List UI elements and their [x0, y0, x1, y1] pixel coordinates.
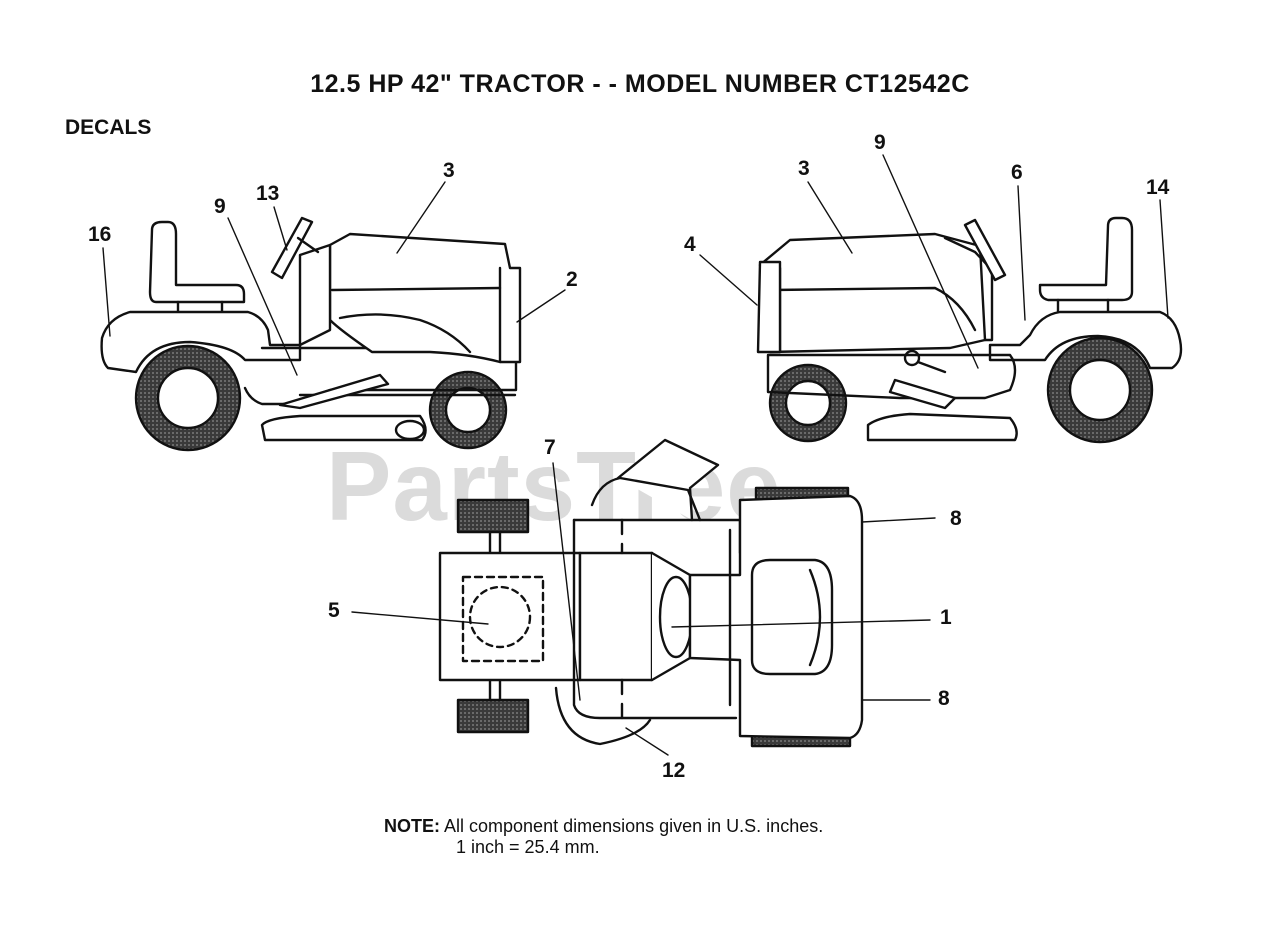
note-label: NOTE:: [384, 816, 440, 836]
left-side-view: [100, 216, 522, 452]
callout-9-left: 9: [214, 195, 226, 218]
leader-lines: [102, 154, 1169, 756]
callout-1: 1: [940, 606, 952, 629]
callout-8-lower: 8: [938, 687, 950, 710]
page-title: 12.5 HP 42" TRACTOR - - MODEL NUMBER CT1…: [310, 70, 970, 98]
top-view: [438, 438, 864, 748]
dimension-note: NOTE: All component dimensions given in …: [384, 816, 823, 858]
note-line-2: 1 inch = 25.4 mm.: [456, 837, 600, 857]
callout-9-right: 9: [874, 131, 886, 154]
callout-6: 6: [1011, 161, 1023, 184]
callout-3-left: 3: [443, 159, 455, 182]
watermark: PartsTree: [326, 431, 782, 541]
callout-16: 16: [88, 223, 112, 246]
section-label: DECALS: [65, 116, 152, 139]
callout-12: 12: [662, 759, 686, 782]
note-line-1: All component dimensions given in U.S. i…: [444, 816, 824, 836]
callout-8-upper: 8: [950, 507, 962, 530]
right-side-view: [756, 216, 1183, 444]
callout-2: 2: [566, 268, 578, 291]
callout-5: 5: [328, 599, 340, 622]
callout-7: 7: [544, 436, 556, 459]
callout-14: 14: [1146, 176, 1170, 199]
callout-4: 4: [684, 233, 696, 256]
callout-13: 13: [256, 182, 280, 205]
callout-3-right: 3: [798, 157, 810, 180]
